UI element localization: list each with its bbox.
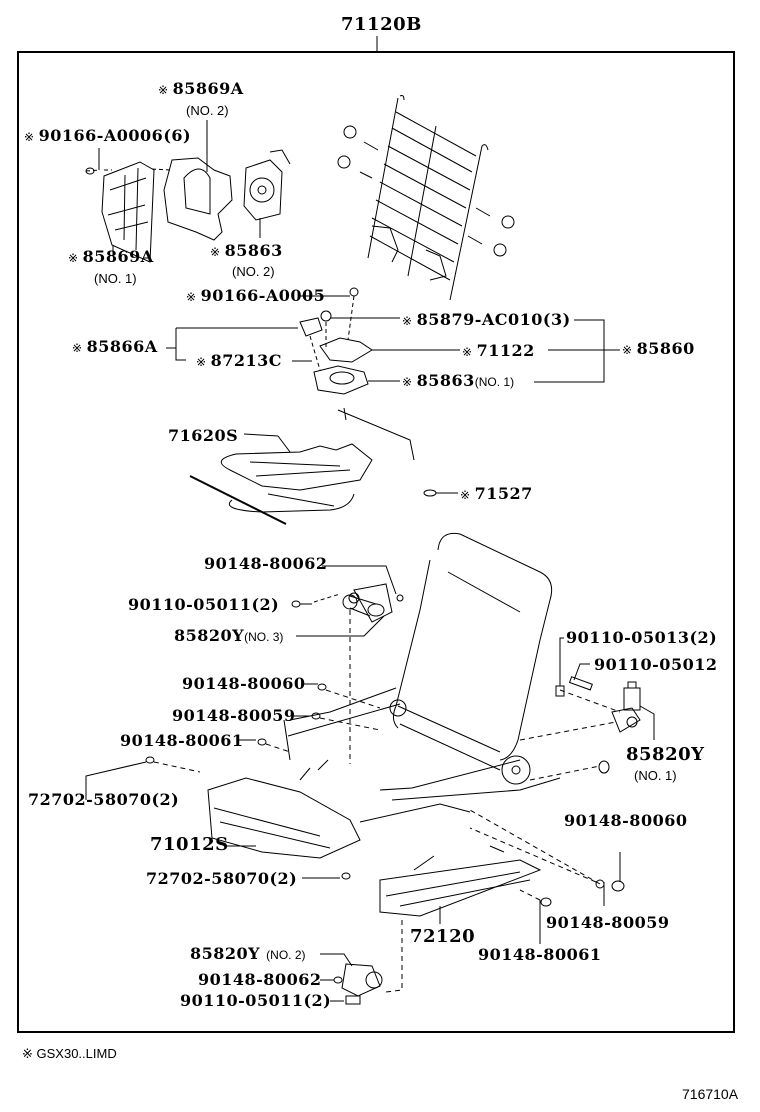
marker-symbol: ※ [210, 245, 221, 259]
part-label-72120[interactable]: 72120 [410, 926, 476, 947]
part-note-85820y-no1: (NO. 1) [634, 768, 677, 783]
part-label-85869a-no1[interactable]: ※85869A [68, 247, 154, 266]
motor-no3-shape [342, 594, 385, 617]
marker-symbol: ※ [24, 130, 35, 144]
lumbar-panel-no2-shape [163, 157, 233, 241]
part-label-87213c[interactable]: ※87213C [196, 351, 282, 370]
part-label-85879-ac010[interactable]: ※85879-AC010(3) [402, 310, 571, 329]
part-note-85863-no2: (NO. 2) [232, 264, 275, 279]
part-label-85820y-no2[interactable]: 85820Y (NO. 2) [190, 944, 306, 963]
spring-clips-shape [337, 125, 515, 257]
part-label-90148-80059-lower[interactable]: 90148-80059 [546, 913, 670, 932]
figure-number: 716710A [682, 1086, 739, 1102]
part-label-85866a[interactable]: ※85866A [72, 337, 158, 356]
part-note-85820y-no2: (NO. 2) [266, 948, 306, 962]
part-label-90110-05012[interactable]: 90110-05012 [594, 655, 718, 674]
seat-frame-shape [283, 532, 561, 801]
part-note-85869a-no2: (NO. 2) [186, 103, 229, 118]
part-label-90148-80062-lower[interactable]: 90148-80062 [198, 970, 322, 989]
part-label-72702-58070-lower[interactable]: 72702-58070(2) [146, 869, 298, 888]
part-label-90166-a0006[interactable]: ※90166-A0006(6) [24, 126, 192, 145]
part-label-72702-58070-upper[interactable]: 72702-58070(2) [28, 790, 180, 809]
part-label-90148-80062[interactable]: 90148-80062 [204, 554, 328, 573]
part-label-90148-80059[interactable]: 90148-80059 [172, 706, 296, 725]
part-label-90166-a0005[interactable]: ※90166-A0005 [186, 286, 326, 305]
marker-symbol: ※ [460, 488, 471, 502]
part-label-85863-no2[interactable]: ※85863 [210, 241, 283, 260]
part-label-90110-05011-lower[interactable]: 90110-05011(2) [180, 991, 332, 1010]
part-label-90148-80060-lower[interactable]: 90148-80060 [564, 811, 688, 830]
marker-symbol: ※ [402, 314, 413, 328]
part-note-85863-no1: (NO. 1) [474, 375, 515, 389]
marker-symbol: ※ [402, 375, 413, 389]
footnote-applicability: ※ GSX30..LIMD [22, 1046, 117, 1061]
marker-symbol: ※ [158, 83, 169, 97]
part-label-71620s[interactable]: 71620S [168, 426, 239, 445]
marker-symbol: ※ [186, 290, 197, 304]
motor-no2-shape [341, 963, 383, 997]
part-label-85869a-no2[interactable]: ※85869A [158, 79, 244, 98]
part-label-85860[interactable]: ※85860 [622, 339, 695, 358]
lumbar-panel-no1-shape [101, 161, 155, 263]
marker-symbol: ※ [622, 343, 633, 357]
part-label-71527[interactable]: ※71527 [460, 484, 533, 503]
part-note-85869a-no1: (NO. 1) [94, 271, 137, 286]
motor-no1-shape [611, 681, 641, 733]
part-label-71012s[interactable]: 71012S [150, 834, 229, 855]
marker-symbol: ※ [462, 345, 473, 359]
marker-symbol: ※ [196, 355, 207, 369]
part-label-90148-80061[interactable]: 90148-80061 [120, 731, 244, 750]
marker-symbol: ※ [72, 341, 83, 355]
lumbar-motor-no2-shape [243, 149, 291, 221]
part-label-90148-80060[interactable]: 90148-80060 [182, 674, 306, 693]
part-label-90148-80061-lower[interactable]: 90148-80061 [478, 945, 602, 964]
part-label-71122[interactable]: ※71122 [462, 341, 535, 360]
part-label-85863-no1[interactable]: ※85863(NO. 1) [402, 371, 515, 390]
part-label-90110-05013[interactable]: 90110-05013(2) [566, 628, 718, 647]
part-note-85820y-no3: (NO. 3) [244, 630, 284, 644]
assembly-frame [17, 51, 735, 1033]
seat-track-shape [207, 759, 542, 917]
marker-symbol: ※ [68, 251, 79, 265]
recliner-assembly-shape [299, 287, 373, 395]
cushion-spring-shape [189, 407, 415, 525]
seatback-spring-shape [367, 95, 489, 301]
part-label-85820y-no1[interactable]: 85820Y [626, 744, 705, 765]
part-label-90110-05011[interactable]: 90110-05011(2) [128, 595, 280, 614]
part-label-85820y-no3[interactable]: 85820Y(NO. 3) [174, 626, 284, 645]
assembly-part-number[interactable]: 71120B [341, 14, 422, 35]
